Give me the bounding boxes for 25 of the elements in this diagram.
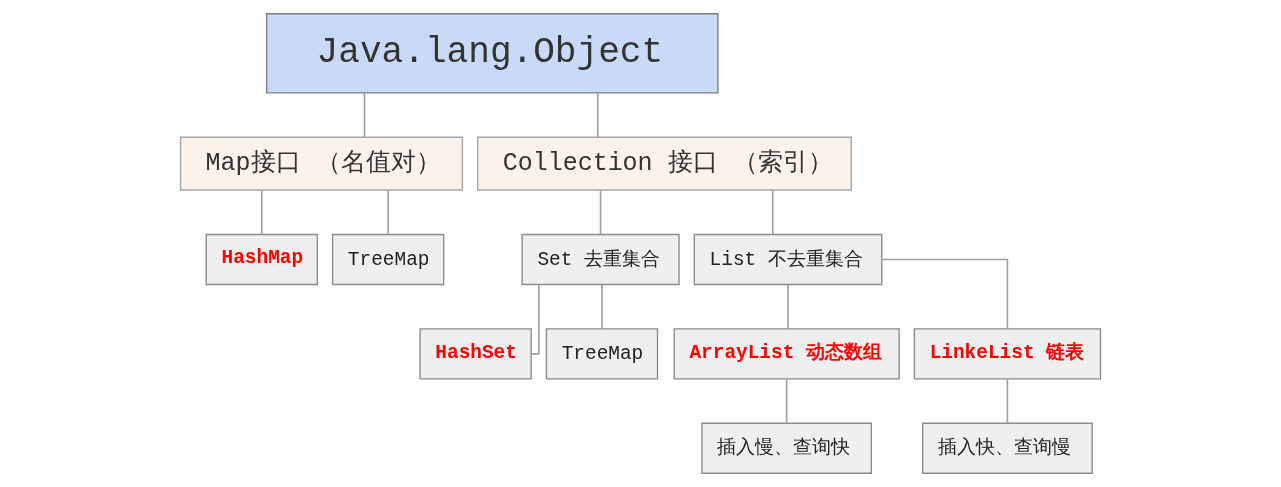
node-box: List 不去重集合: [693, 233, 883, 286]
connector: [601, 283, 603, 330]
connector: [599, 189, 602, 236]
connector: [260, 189, 263, 236]
node-box: Map接口 （名值对）: [179, 136, 464, 191]
node-box: HashSet: [419, 328, 532, 380]
connector: [881, 258, 1009, 330]
node-box: Java.lang.Object: [265, 13, 719, 94]
connector: [1006, 378, 1009, 424]
connector: [530, 283, 540, 355]
connector: [596, 92, 599, 138]
node-box: TreeMap: [545, 328, 659, 380]
connector: [387, 189, 389, 236]
connector: [785, 378, 788, 424]
node-box: Collection 接口 （索引）: [477, 136, 852, 191]
node-box: TreeMap: [331, 233, 445, 286]
connector: [363, 92, 366, 138]
node-box: ArrayList 动态数组: [673, 328, 900, 380]
connector: [771, 189, 774, 236]
node-box: HashMap: [205, 233, 318, 286]
connector: [787, 283, 789, 330]
node-box: Set 去重集合: [521, 233, 680, 286]
node-box: 插入慢、查询快: [701, 422, 873, 474]
node-box: LinkeList 链表: [913, 328, 1102, 380]
node-box: 插入快、查询慢: [922, 422, 1093, 474]
